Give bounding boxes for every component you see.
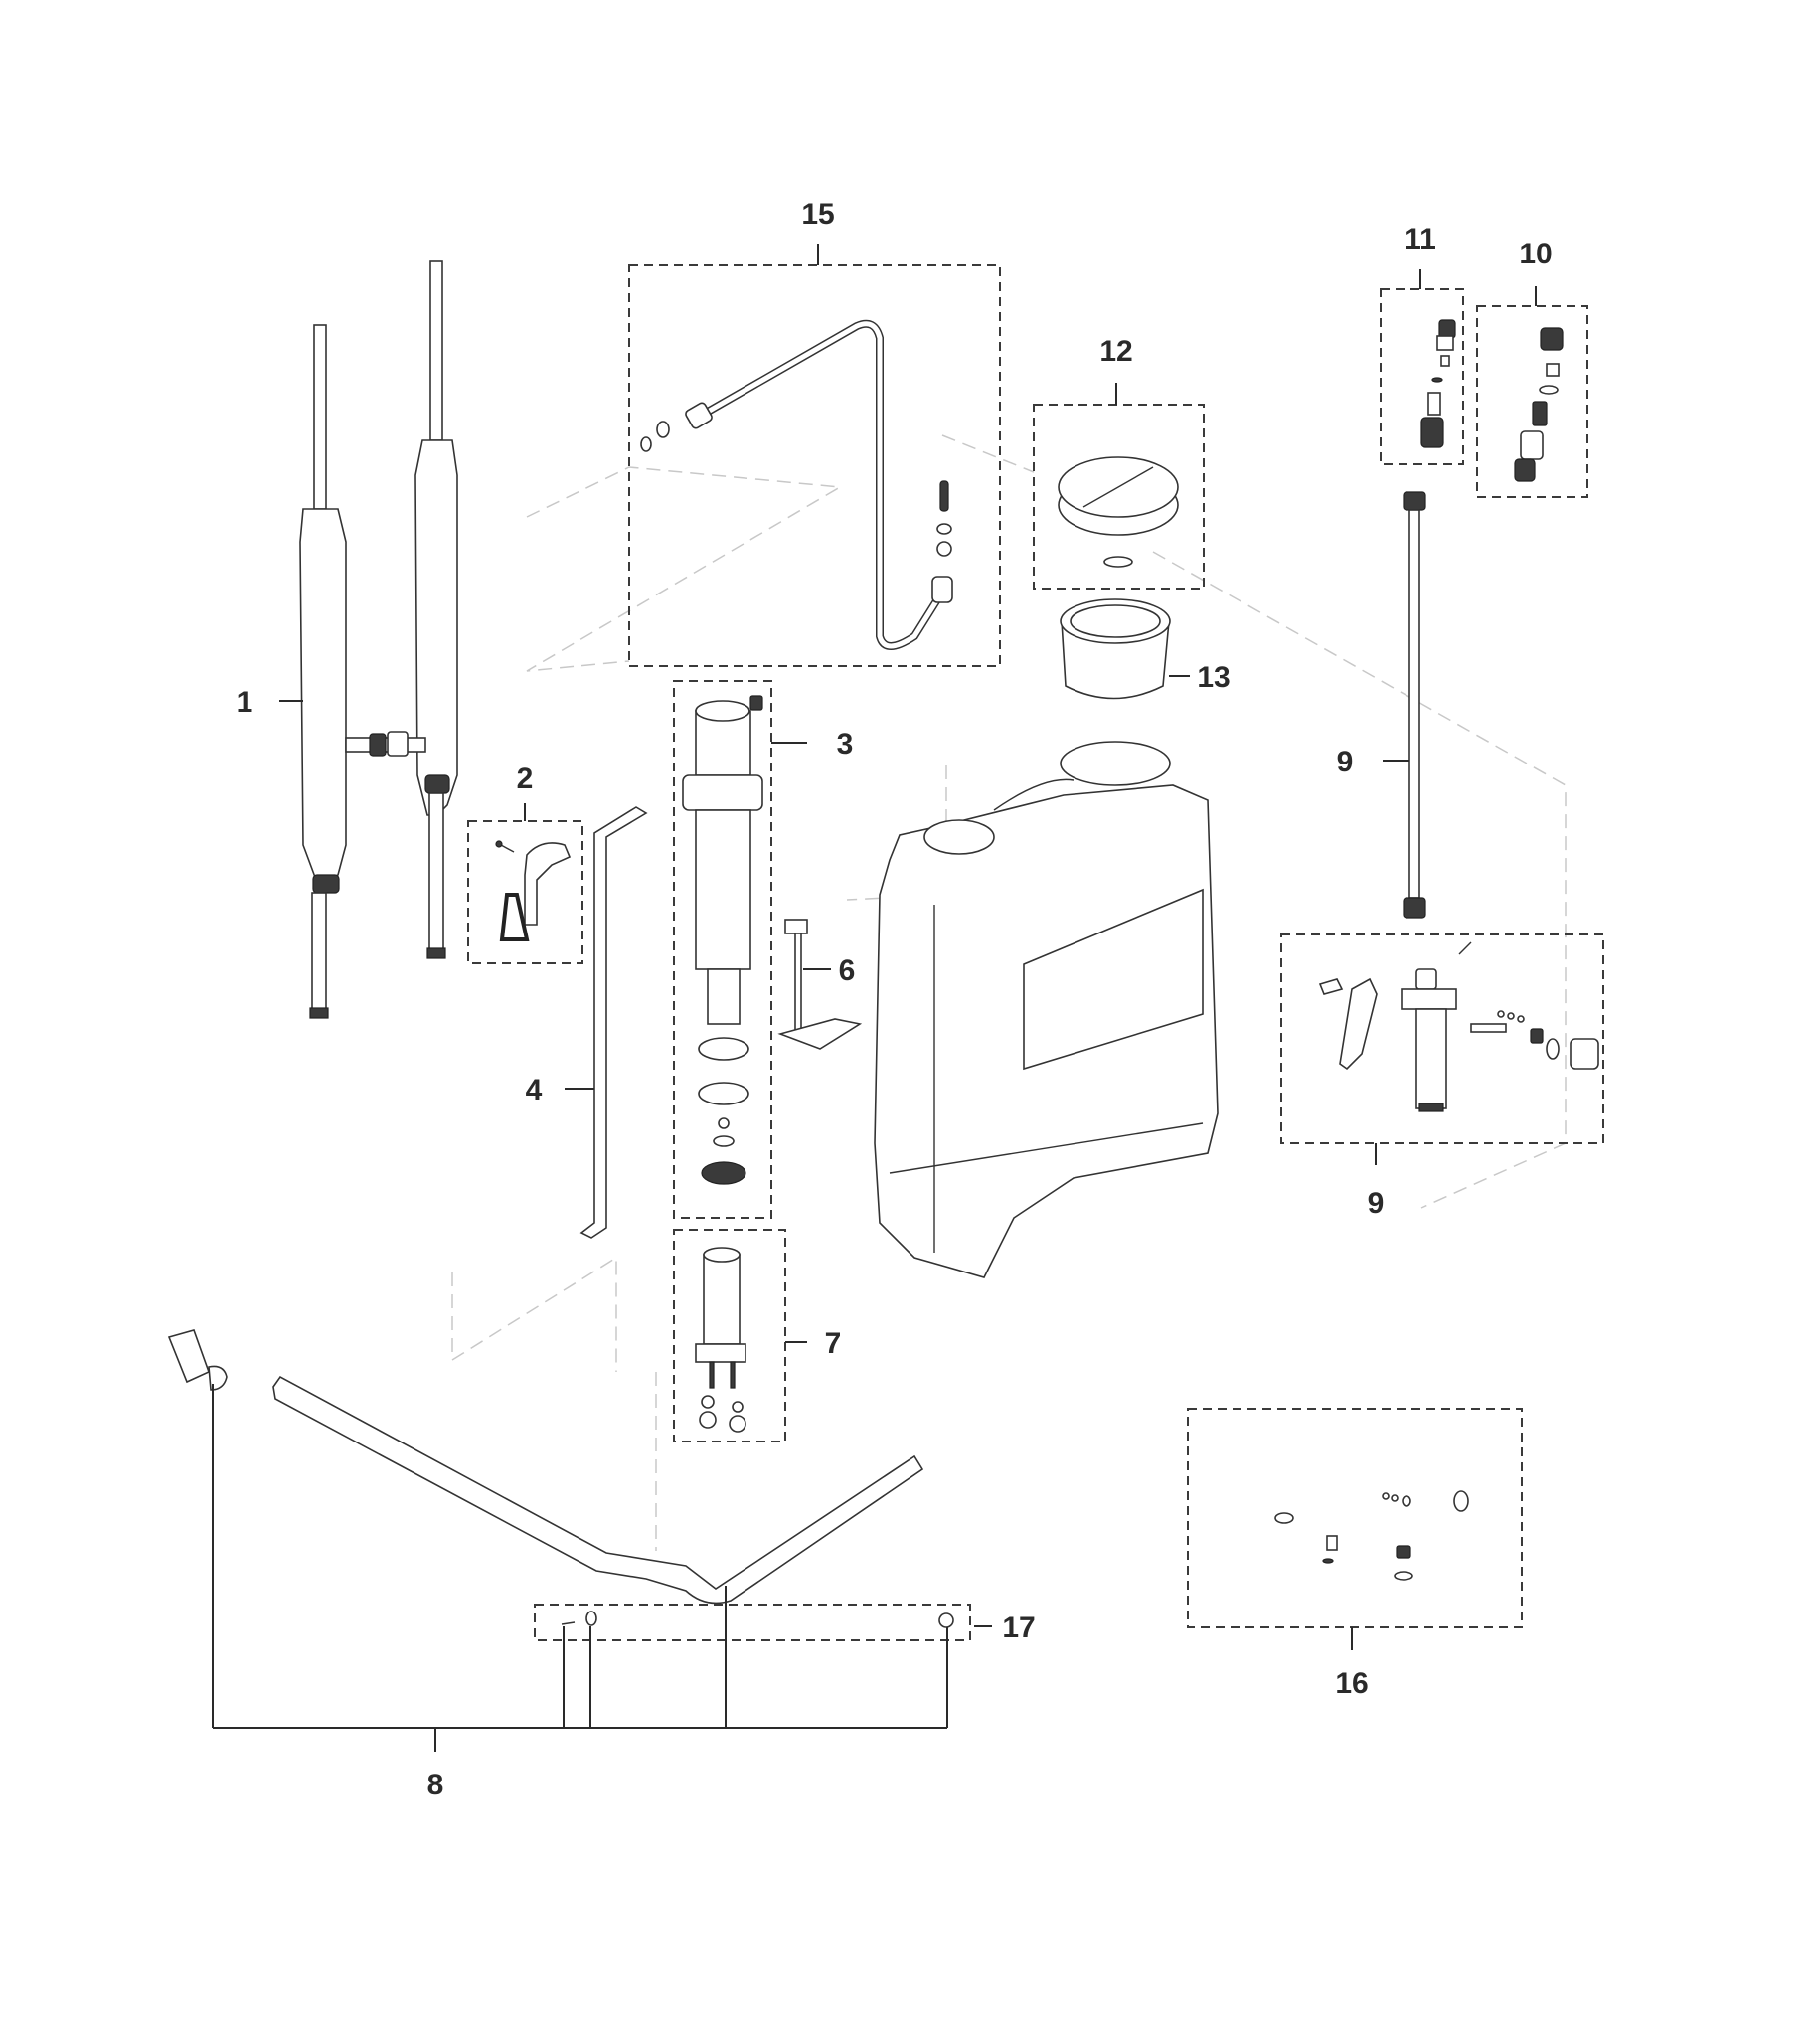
- kit-box-13: [1033, 404, 1205, 590]
- agitator[interactable]: [777, 919, 863, 1050]
- assembly-guide-lines: [451, 434, 1567, 1551]
- kit-box-15: [628, 264, 1001, 667]
- kit-box-12: [1380, 288, 1464, 465]
- callout-2[interactable]: 2: [517, 763, 534, 795]
- spray-lance[interactable]: [1403, 491, 1426, 919]
- filter-basket[interactable]: [1060, 598, 1171, 700]
- kit-box-16: [1187, 1408, 1523, 1628]
- flat-fan-nozzle[interactable]: [1420, 319, 1456, 448]
- connecting-rod[interactable]: [579, 806, 648, 1239]
- callout-4[interactable]: 4: [526, 1074, 543, 1106]
- seal-kit-parts: [1274, 1490, 1469, 1581]
- pump-handle[interactable]: [167, 1329, 924, 1605]
- kit-box-7: [673, 1229, 786, 1442]
- callout-16[interactable]: 16: [1335, 1667, 1368, 1700]
- callout-17[interactable]: 17: [1002, 1612, 1035, 1644]
- hose[interactable]: [640, 319, 953, 650]
- callout-12[interactable]: 11: [1405, 223, 1436, 255]
- callout-15[interactable]: 15: [801, 198, 834, 231]
- kit-box-2: [467, 820, 583, 964]
- pump-support[interactable]: [695, 1247, 746, 1433]
- trigger-valve-parts: [1318, 941, 1599, 1112]
- callout-6[interactable]: 6: [839, 954, 856, 987]
- callout-13[interactable]: 12: [1099, 335, 1132, 368]
- callout-10[interactable]: 9: [1337, 746, 1354, 778]
- callout-1[interactable]: 1: [237, 686, 253, 719]
- callout-9-label[interactable]: 9: [1368, 1187, 1385, 1220]
- callout-3[interactable]: 3: [837, 728, 854, 761]
- callout-7[interactable]: 7: [825, 1327, 842, 1360]
- callout-14[interactable]: 13: [1197, 661, 1230, 694]
- bracket-8: [212, 1384, 948, 1752]
- fastener-parts: [561, 1611, 954, 1628]
- kit-box-9: [1280, 933, 1604, 1144]
- shoulder-straps[interactable]: [299, 260, 458, 1019]
- callout-8[interactable]: 8: [427, 1769, 444, 1801]
- pump-cylinder[interactable]: [682, 695, 763, 1185]
- kit-box-17: [534, 1604, 971, 1641]
- kit-box-11: [1476, 305, 1588, 498]
- kit-box-3: [673, 680, 772, 1219]
- tank-lid[interactable]: [1058, 456, 1179, 568]
- adjustable-nozzle[interactable]: [1514, 327, 1564, 482]
- callout-11[interactable]: 10: [1519, 238, 1552, 270]
- lance-holder-parts: [495, 840, 572, 941]
- tank: [874, 741, 1219, 1278]
